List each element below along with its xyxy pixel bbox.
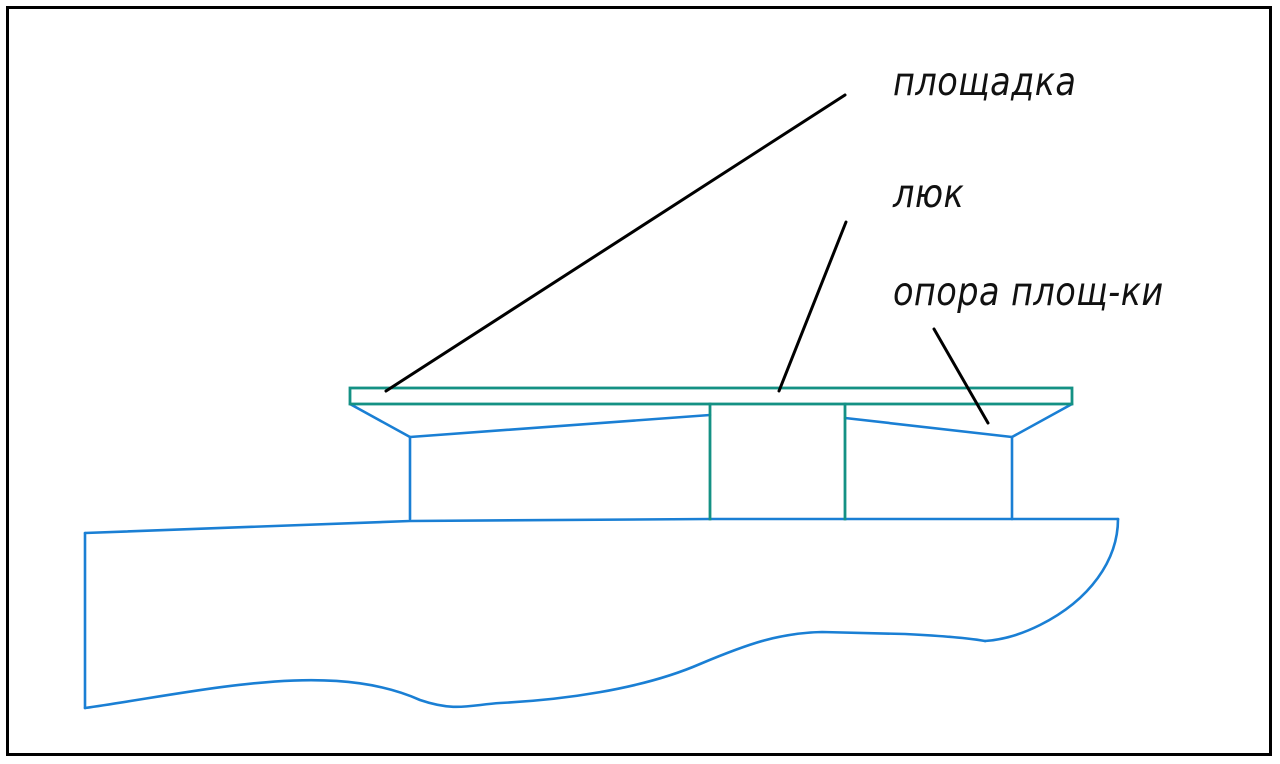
- label-hatch: люк: [892, 171, 964, 217]
- bow-stem-curve: [983, 517, 1120, 643]
- deck-sheer-line: [83, 517, 1120, 535]
- leader-line-platform: [384, 93, 847, 393]
- leader-line-hatch: [777, 220, 848, 393]
- label-platform: площадка: [893, 59, 1076, 105]
- label-platform-support: опора площ-ки: [893, 269, 1164, 315]
- keel-bottom-curve: [83, 630, 987, 710]
- right-block-roof-line: [843, 416, 1014, 439]
- left-block-roof-line: [408, 413, 712, 439]
- left-block-support-strut: [348, 402, 412, 439]
- drawing-frame: [6, 6, 1272, 756]
- labels-group: площадка люк опора площ-ки: [892, 59, 1164, 315]
- right-block-support-strut: [1010, 402, 1074, 439]
- platform-group: [348, 386, 1074, 521]
- leader-line-platform-support: [932, 327, 990, 425]
- hull-group: [83, 402, 1120, 710]
- leader-lines-group: [384, 93, 990, 425]
